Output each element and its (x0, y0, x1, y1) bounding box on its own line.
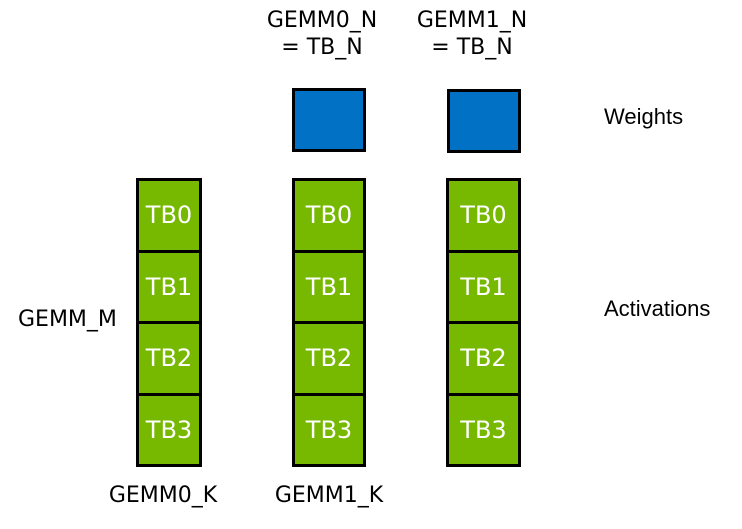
gemm0-tb0-cell: TB0 (139, 181, 199, 250)
gemm1-tb3-cell: TB3 (295, 392, 363, 465)
gemm0-tb2-cell: TB2 (139, 321, 199, 393)
gemm1-tb1-cell: TB1 (295, 249, 363, 322)
gemm0-activations-column: TB0 TB1 TB2 TB3 (136, 178, 202, 467)
output-tb0-cell: TB0 (449, 181, 518, 250)
output-tb2-cell: TB2 (449, 321, 518, 393)
tb-cell-label: TB1 (305, 272, 353, 301)
gemm1-output-column: TB0 TB1 TB2 TB3 (446, 178, 521, 467)
gemm0-n-label: GEMM0_N = TB_N (247, 7, 397, 61)
gemm-m-label: GEMM_M (18, 307, 117, 332)
gemm0-tb3-cell: TB3 (139, 392, 199, 465)
tb-cell-label: TB3 (305, 415, 353, 444)
gemm1-n-line2: = TB_N (431, 35, 513, 60)
tb-cell-label: TB0 (145, 201, 193, 230)
gemm1-activations-column: TB0 TB1 TB2 TB3 (292, 178, 366, 467)
activations-label: Activations (604, 296, 711, 321)
tb-cell-label: TB0 (460, 201, 507, 230)
tb-cell-label: TB2 (305, 344, 353, 373)
tb-cell-label: TB2 (460, 344, 507, 373)
tb-cell-label: TB1 (145, 272, 193, 301)
tb-cell-label: TB3 (460, 415, 507, 444)
gemm0-tb1-cell: TB1 (139, 249, 199, 322)
gemm1-weight-block (447, 89, 521, 153)
gemm0-k-label: GEMM0_K (108, 483, 218, 508)
tb-cell-label: TB2 (145, 344, 193, 373)
gemm0-n-line1: GEMM0_N (266, 8, 378, 33)
tb-cell-label: TB3 (145, 415, 193, 444)
gemm1-n-label: GEMM1_N = TB_N (397, 7, 547, 61)
gemm1-tb0-cell: TB0 (295, 181, 363, 250)
tb-cell-label: TB1 (460, 272, 507, 301)
gemm1-tb2-cell: TB2 (295, 321, 363, 393)
output-tb1-cell: TB1 (449, 249, 518, 322)
tb-cell-label: TB0 (305, 201, 353, 230)
gemm1-n-line1: GEMM1_N (416, 8, 528, 33)
weights-label: Weights (604, 104, 684, 129)
gemm0-weight-block (292, 88, 366, 152)
gemm1-k-label: GEMM1_K (274, 483, 384, 508)
gemm0-n-line2: = TB_N (281, 35, 363, 60)
output-tb3-cell: TB3 (449, 392, 518, 465)
